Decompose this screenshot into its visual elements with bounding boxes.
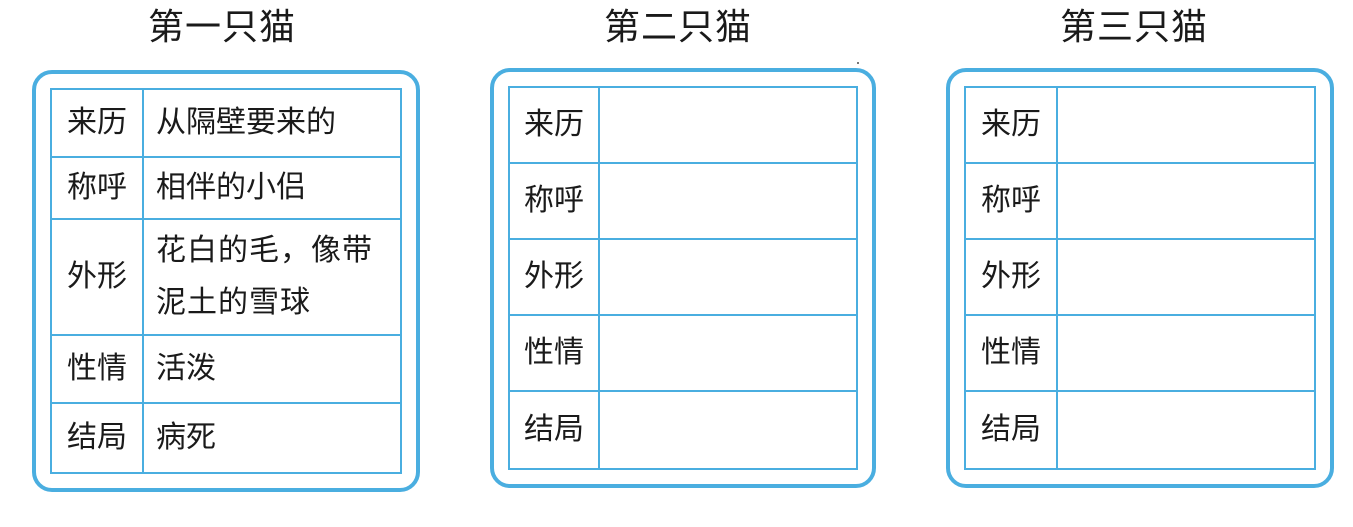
card-2-value-origin	[600, 88, 856, 164]
card-2-table: 来历 称呼 外形 性情 结局	[508, 86, 858, 470]
card-1-table: 来历 从隔壁要来的 称呼 相伴的小侣 外形 花白的毛，像带泥土的雪球 性情 活泼…	[50, 88, 402, 474]
card-3-value-temperament	[1058, 316, 1314, 392]
card-2-value-ending	[600, 392, 856, 468]
card-2-label-name: 称呼	[510, 164, 600, 240]
card-2-label-appearance: 外形	[510, 240, 600, 316]
card-3: 来历 称呼 外形 性情 结局	[946, 68, 1334, 488]
card-3-value-appearance	[1058, 240, 1314, 316]
card-3-label-appearance: 外形	[966, 240, 1058, 316]
card-3-label-origin: 来历	[966, 88, 1058, 164]
card-3-value-name	[1058, 164, 1314, 240]
card-2-title: 第二只猫	[604, 7, 753, 48]
stray-dot	[857, 62, 859, 64]
card-2-label-temperament: 性情	[510, 316, 600, 392]
card-2: 来历 称呼 外形 性情 结局	[490, 68, 876, 488]
card-1-value-ending: 病死	[156, 420, 216, 455]
card-2-value-temperament	[600, 316, 856, 392]
card-2-label-ending: 结局	[510, 392, 600, 468]
card-3-title: 第三只猫	[1060, 7, 1209, 48]
card-1-label-origin: 来历	[52, 90, 144, 158]
card-1-value-appearance: 花白的毛，像带泥土的雪球	[144, 220, 400, 336]
card-3-table: 来历 称呼 外形 性情 结局	[964, 86, 1316, 470]
card-1-value-name: 相伴的小侣	[144, 158, 400, 220]
card-1-value-origin: 从隔壁要来的	[144, 90, 400, 158]
card-1-label-temperament: 性情	[52, 336, 144, 404]
card-3-value-ending	[1058, 392, 1314, 468]
card-3-label-ending: 结局	[966, 392, 1058, 468]
card-3-label-name: 称呼	[966, 164, 1058, 240]
card-1-value-temperament: 活泼	[144, 336, 400, 404]
card-3-label-temperament: 性情	[966, 316, 1058, 392]
card-1-title: 第一只猫	[148, 7, 297, 48]
card-1-label-ending: 结局	[52, 404, 144, 472]
card-2-label-origin: 来历	[510, 88, 600, 164]
card-2-value-appearance	[600, 240, 856, 316]
card-1: 来历 从隔壁要来的 称呼 相伴的小侣 外形 花白的毛，像带泥土的雪球 性情 活泼…	[32, 70, 420, 492]
card-1-label-name: 称呼	[52, 158, 144, 220]
card-3-value-origin	[1058, 88, 1314, 164]
card-1-label-appearance: 外形	[52, 220, 144, 336]
card-2-value-name	[600, 164, 856, 240]
